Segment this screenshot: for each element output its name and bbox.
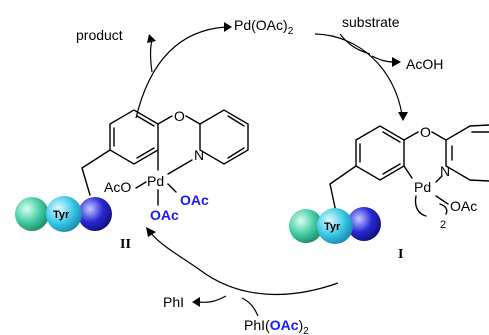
arrow-head-ii <box>146 227 156 237</box>
pd-oac2-label: Pd(OAc)2 <box>234 17 294 37</box>
complex-i-oac-label: OAc <box>450 198 477 214</box>
complex-i-dimer-sub: 2 <box>440 219 446 231</box>
peptide-sphere-blue <box>78 197 112 231</box>
arrow-product-branch <box>149 39 153 73</box>
complex-ii-oac-1: OAc <box>180 192 209 208</box>
tyrosine-bead <box>317 208 353 244</box>
complex-ii-oac-2: OAc <box>150 207 179 223</box>
arrow-head-i <box>398 112 408 121</box>
complex-ii-aco-label: AcO <box>104 179 131 195</box>
phi-label: PhI <box>163 294 184 310</box>
complex-ii-tyr-label: Tyr <box>53 209 70 221</box>
arrow-head-acoh <box>392 57 401 67</box>
arrow-head-phi <box>192 297 200 307</box>
peptide-sphere-green <box>15 197 49 231</box>
cycle-arrows <box>135 22 408 317</box>
complex-ii: O N Pd AcO OAc OAc Tyr II <box>15 108 249 252</box>
complex-i-id-label: I <box>398 247 403 262</box>
complex-ii-aryl-ring <box>109 109 159 165</box>
complex-i-pyridine-ring <box>445 124 489 182</box>
arrow-substrate-in <box>339 33 371 55</box>
peptide-sphere-blue <box>347 207 381 241</box>
arrow-ii-to-pd <box>135 26 227 119</box>
complex-i-aryl-ring <box>355 125 405 181</box>
acoh-label: AcOH <box>406 56 443 72</box>
tyrosine-bead <box>46 196 82 232</box>
complex-ii-pd-atom: Pd <box>147 173 164 189</box>
arrow-head-pd <box>224 22 232 32</box>
complex-i: O N Pd OAc 2 Tyr I <box>289 124 489 262</box>
arrow-oxidant-in <box>241 297 259 317</box>
arrow-phi-out <box>197 295 227 303</box>
complex-i-n-atom: N <box>440 163 450 179</box>
arrow-i-to-ii <box>149 231 339 295</box>
arrow-pd-to-i <box>314 33 403 116</box>
product-label: product <box>76 27 123 43</box>
complex-ii-pyridine-ring <box>199 109 249 165</box>
complex-i-tyr-label: Tyr <box>324 221 341 233</box>
complex-i-o-atom: O <box>420 124 431 140</box>
complex-ii-id-label: II <box>120 237 131 252</box>
complex-i-pd-atom: Pd <box>414 179 431 195</box>
complex-ii-o-atom: O <box>174 108 185 124</box>
oxidant-label: PhI(OAc)2 <box>244 317 309 335</box>
peptide-sphere-green <box>289 209 323 243</box>
substrate-label: substrate <box>342 14 400 30</box>
complex-ii-n-atom: N <box>194 147 204 163</box>
arrow-head-product <box>147 34 156 43</box>
